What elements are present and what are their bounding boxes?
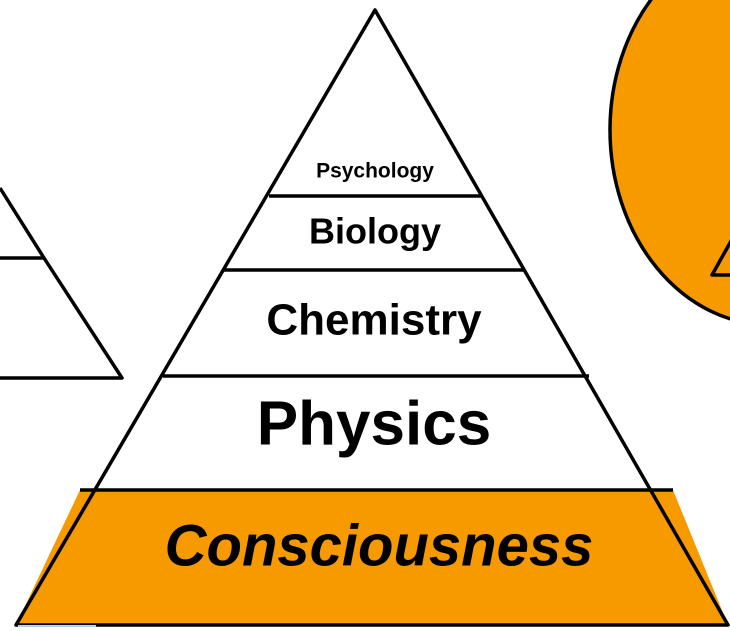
layer-label-chemistry: Chemistry [266, 296, 482, 345]
main-pyramid: Psychology Biology Chemistry Physics Con… [14, 8, 730, 627]
orange-circle [608, 0, 730, 321]
right-orange-bubble [608, 0, 730, 321]
layer-label-consciousness: Consciousness [165, 513, 594, 578]
left-partial-pyramid [0, 187, 124, 380]
layer-label-psychology: Psychology [316, 160, 434, 183]
left-pyramid-top [0, 188, 44, 258]
layer-label-biology: Biology [309, 211, 441, 252]
layer-label-physics: Physics [257, 389, 491, 458]
pyramid-base-layer [16, 490, 728, 625]
left-pyramid-edge [0, 187, 124, 380]
bubble-triangle-edge [710, 239, 730, 277]
pyramid-outline [14, 8, 730, 627]
